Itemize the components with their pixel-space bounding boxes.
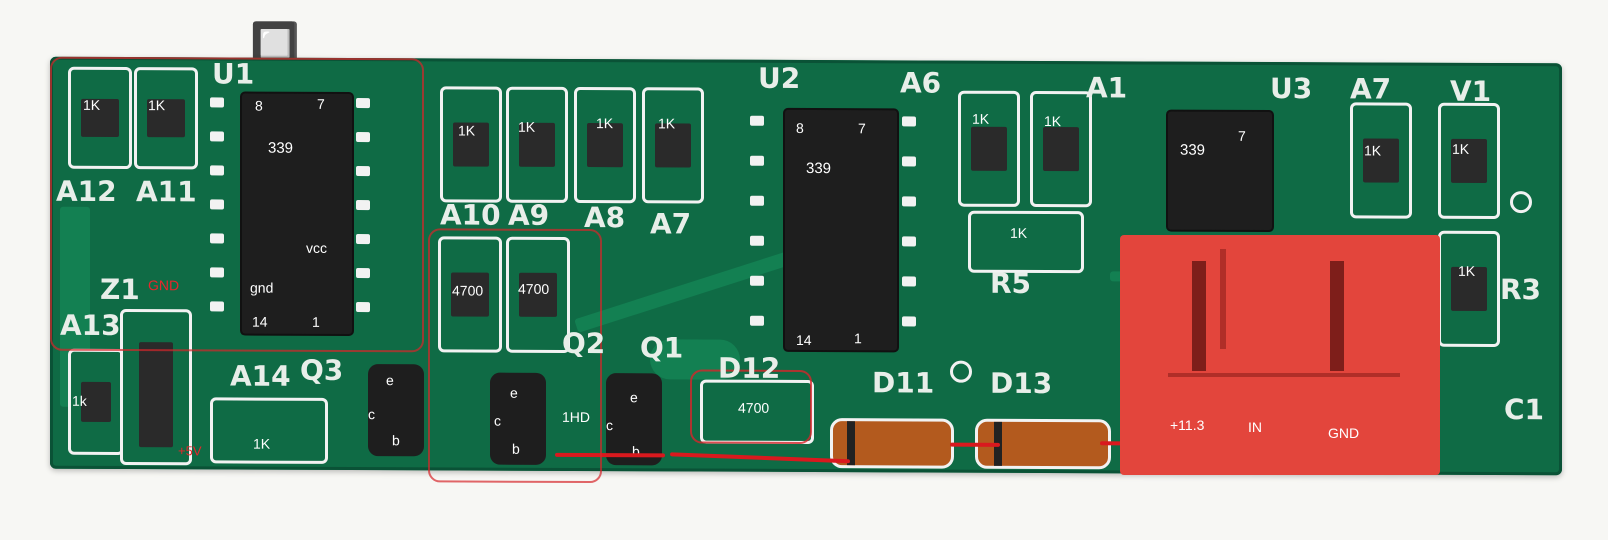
u3-pin-7: 7: [1238, 127, 1246, 144]
silk-d13: D13: [990, 366, 1053, 401]
silk-d12: D12: [718, 351, 781, 385]
silk-a11: A11: [136, 175, 197, 209]
resistor-a6-right-value: 1K: [1044, 113, 1062, 130]
resistor-r9-value: 1K: [518, 118, 536, 135]
resistor-r8: [574, 86, 636, 204]
u2-pin-7: 7: [858, 120, 866, 137]
silk-a9: A9: [508, 198, 550, 232]
resistor-a6-left-value: 1K: [972, 110, 990, 127]
silk-u3: U3: [1270, 72, 1313, 106]
u2-pin-8: 8: [796, 119, 804, 136]
connector-gnd: GND: [1328, 425, 1360, 441]
q1-collector: c: [606, 417, 613, 434]
silk-r5: R5: [990, 266, 1032, 300]
mounting-hole: [1510, 191, 1532, 214]
silk-a13: A13: [60, 308, 121, 343]
silk-q1: Q1: [640, 331, 684, 365]
silk-v1: V1: [1450, 74, 1492, 108]
u2-pin-1: 1: [854, 330, 862, 347]
resistor-r10-value: 1K: [458, 122, 476, 139]
silk-a14: A14: [230, 359, 291, 393]
silk-c1: C1: [1504, 393, 1545, 427]
silk-a6: A6: [900, 66, 942, 100]
resistor-right-2-value: 1K: [1452, 140, 1470, 157]
silk-z1: Z1: [100, 272, 140, 307]
u3-part-number: 339: [1180, 141, 1206, 159]
silk-r3: R3: [1500, 273, 1542, 307]
resistor-r14-value: 1K: [253, 435, 271, 452]
q3-emitter: e: [386, 372, 394, 389]
resistor-r10: [440, 86, 502, 203]
q1-emitter: e: [630, 389, 638, 406]
silk-d11: D11: [872, 366, 935, 400]
connector-in: IN: [1248, 419, 1262, 435]
q3-collector: c: [368, 406, 375, 423]
red-wire-2: [669, 452, 851, 464]
silk-a1: A1: [1086, 71, 1128, 105]
silk-u1: U1: [212, 57, 255, 91]
resistor-r8-value: 1K: [596, 115, 614, 132]
ic-u3-339: [1168, 111, 1272, 231]
resistor-right-3-value: 1K: [1458, 262, 1476, 279]
resistor-right-1: [1350, 102, 1412, 219]
resistor-a6-left: [958, 90, 1020, 207]
resistor-r6: [968, 210, 1084, 274]
silk-a7-top: A7: [1350, 72, 1392, 106]
resistor-r7-value: 1K: [658, 115, 676, 132]
plus-5v-annotation: +5V: [178, 443, 202, 459]
silk-a8: A8: [584, 201, 626, 235]
silk-u2: U2: [758, 61, 801, 95]
mounting-hole: [950, 360, 972, 383]
red-wire-3: [950, 442, 1000, 447]
resistor-right-2: [1438, 102, 1500, 220]
silk-q2: Q2: [562, 326, 606, 361]
q3-base: b: [392, 432, 400, 449]
silk-a7: A7: [650, 207, 692, 241]
red-power-connector: +11.3 IN GND: [1120, 235, 1440, 475]
resistor-r6-value: 1K: [1010, 224, 1028, 241]
resistor-r9: [506, 86, 568, 203]
u2-part-number: 339: [806, 160, 832, 178]
connector-plus-11-3: +11.3: [1170, 417, 1205, 433]
resistor-right-1-value: 1K: [1364, 142, 1382, 159]
ic-u2-339: [785, 109, 897, 351]
resistor-right-3: [1438, 230, 1500, 348]
resistor-a6-right: [1030, 90, 1092, 208]
silk-a10: A10: [440, 198, 501, 232]
resistor-r14: [210, 397, 328, 464]
silk-a12: A12: [56, 174, 117, 208]
resistor-r13-value: 1k: [72, 392, 87, 409]
resistor-r7: [642, 87, 704, 204]
u2-pin-14: 14: [796, 331, 812, 349]
silk-q3: Q3: [300, 353, 344, 387]
